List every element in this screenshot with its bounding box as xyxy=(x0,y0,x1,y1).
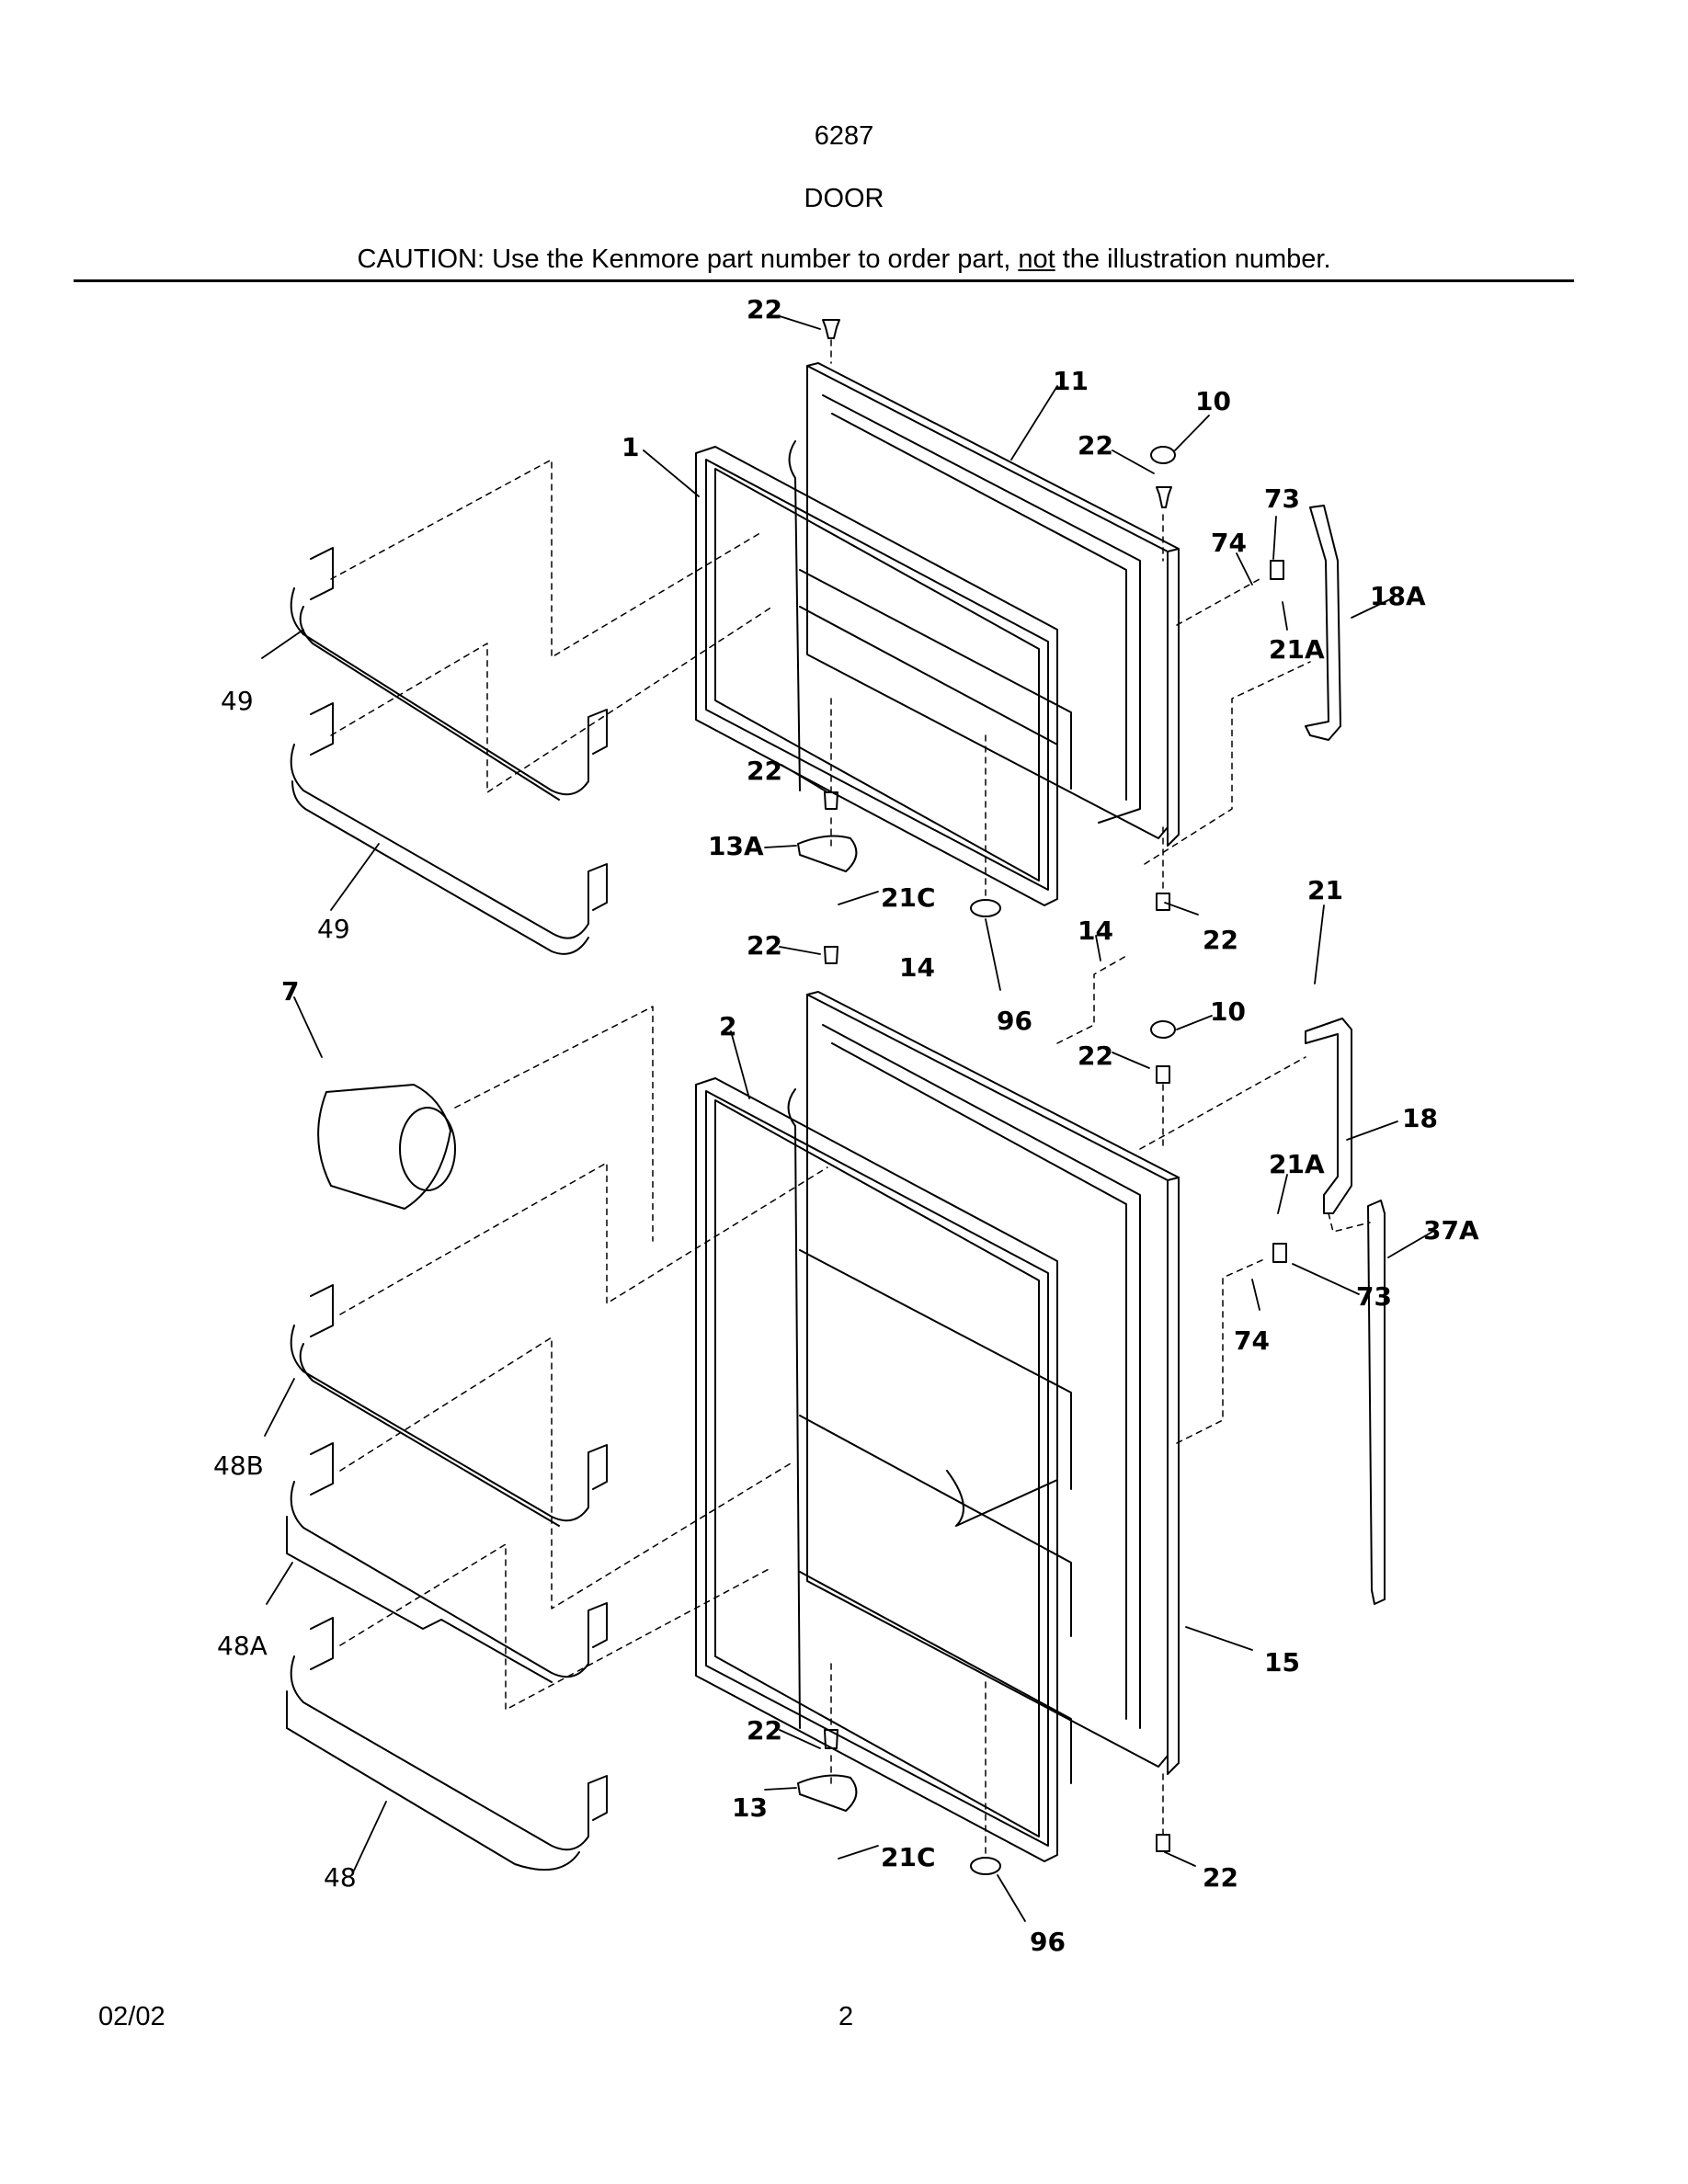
callout-14: 14 xyxy=(1078,916,1113,946)
callout-22: 22 xyxy=(1078,430,1113,461)
fresh-food-door-gasket xyxy=(695,1077,1058,1862)
callout-15: 15 xyxy=(1264,1647,1300,1678)
callout-13: 13 xyxy=(732,1792,768,1823)
header-rule xyxy=(74,279,1574,282)
shelf-48 xyxy=(286,1617,608,1871)
callout-2: 2 xyxy=(719,1011,736,1041)
hinge-cover-73-upper xyxy=(1270,560,1284,580)
trim-37a xyxy=(1367,1200,1386,1605)
caution-note: CAUTION: Use the Kenmore part number to … xyxy=(0,245,1688,275)
callout-37a: 37A xyxy=(1423,1215,1479,1246)
screws xyxy=(822,319,1172,1852)
page-number: 2 xyxy=(838,2002,854,2031)
hinge-13a xyxy=(797,835,858,872)
callout-18: 18 xyxy=(1402,1103,1438,1133)
assembly-dashed-lines xyxy=(330,339,1371,1856)
callout-10: 10 xyxy=(1210,996,1246,1027)
callout-10: 10 xyxy=(1195,386,1231,416)
callout-96: 96 xyxy=(997,1006,1032,1036)
dairy-door-7 xyxy=(317,1084,456,1210)
handle-18a xyxy=(1305,505,1341,741)
callout-49: 49 xyxy=(221,686,254,716)
callout-21c: 21C xyxy=(881,1842,936,1872)
cap-10-upper xyxy=(1150,446,1176,464)
callout-22: 22 xyxy=(747,930,782,961)
callout-74: 74 xyxy=(1211,528,1247,558)
callout-73: 73 xyxy=(1264,483,1300,514)
hinge-13 xyxy=(797,1774,858,1812)
caution-text-end: the illustration number. xyxy=(1055,245,1331,274)
caution-text-start: CAUTION: Use the Kenmore part number to … xyxy=(357,245,1019,274)
freezer-door-liner xyxy=(788,362,1180,847)
model-number: 6287 xyxy=(814,121,874,151)
plug-96-lower xyxy=(970,1857,1001,1875)
callout-7: 7 xyxy=(281,976,299,1007)
shelf-48a xyxy=(286,1442,608,1683)
callout-48a: 48A xyxy=(217,1631,268,1661)
callout-21a: 21A xyxy=(1269,1149,1325,1179)
callout-49: 49 xyxy=(317,914,350,944)
shelf-48b xyxy=(290,1284,608,1527)
callout-74: 74 xyxy=(1234,1325,1270,1356)
callout-73: 73 xyxy=(1356,1281,1392,1312)
callout-13a: 13A xyxy=(708,831,764,861)
shelf-49-lower xyxy=(290,702,608,955)
fresh-food-door-liner xyxy=(787,991,1180,1784)
callout-14: 14 xyxy=(899,952,935,983)
handle-18 xyxy=(1305,1018,1352,1214)
callout-1: 1 xyxy=(622,432,639,462)
callout-22: 22 xyxy=(747,294,782,324)
cap-10-lower xyxy=(1150,1020,1176,1039)
callout-labels: 22 11 10 22 1 73 74 18A 21A 49 22 13A 21… xyxy=(213,294,1479,1957)
section-title: DOOR xyxy=(804,184,884,213)
callout-21a: 21A xyxy=(1269,634,1325,665)
callout-22: 22 xyxy=(1203,925,1238,955)
caution-text-underlined: not xyxy=(1018,245,1055,274)
callout-21: 21 xyxy=(1307,875,1343,905)
callout-22: 22 xyxy=(747,1715,782,1746)
callout-48: 48 xyxy=(324,1862,357,1893)
callout-18a: 18A xyxy=(1370,581,1426,611)
hinge-cover-73-lower xyxy=(1272,1243,1287,1263)
freezer-door-gasket xyxy=(695,446,1058,906)
callout-21c: 21C xyxy=(881,882,936,913)
callout-48b: 48B xyxy=(213,1450,264,1481)
plug-96-upper xyxy=(970,899,1001,917)
callout-22: 22 xyxy=(1078,1041,1113,1071)
shelf-49-upper xyxy=(290,547,608,801)
callout-11: 11 xyxy=(1053,366,1089,396)
leader-lines xyxy=(261,315,1433,1922)
callout-22: 22 xyxy=(747,756,782,786)
callout-96: 96 xyxy=(1030,1927,1066,1957)
revision-date: 02/02 xyxy=(98,2002,165,2031)
callout-22: 22 xyxy=(1203,1862,1238,1893)
